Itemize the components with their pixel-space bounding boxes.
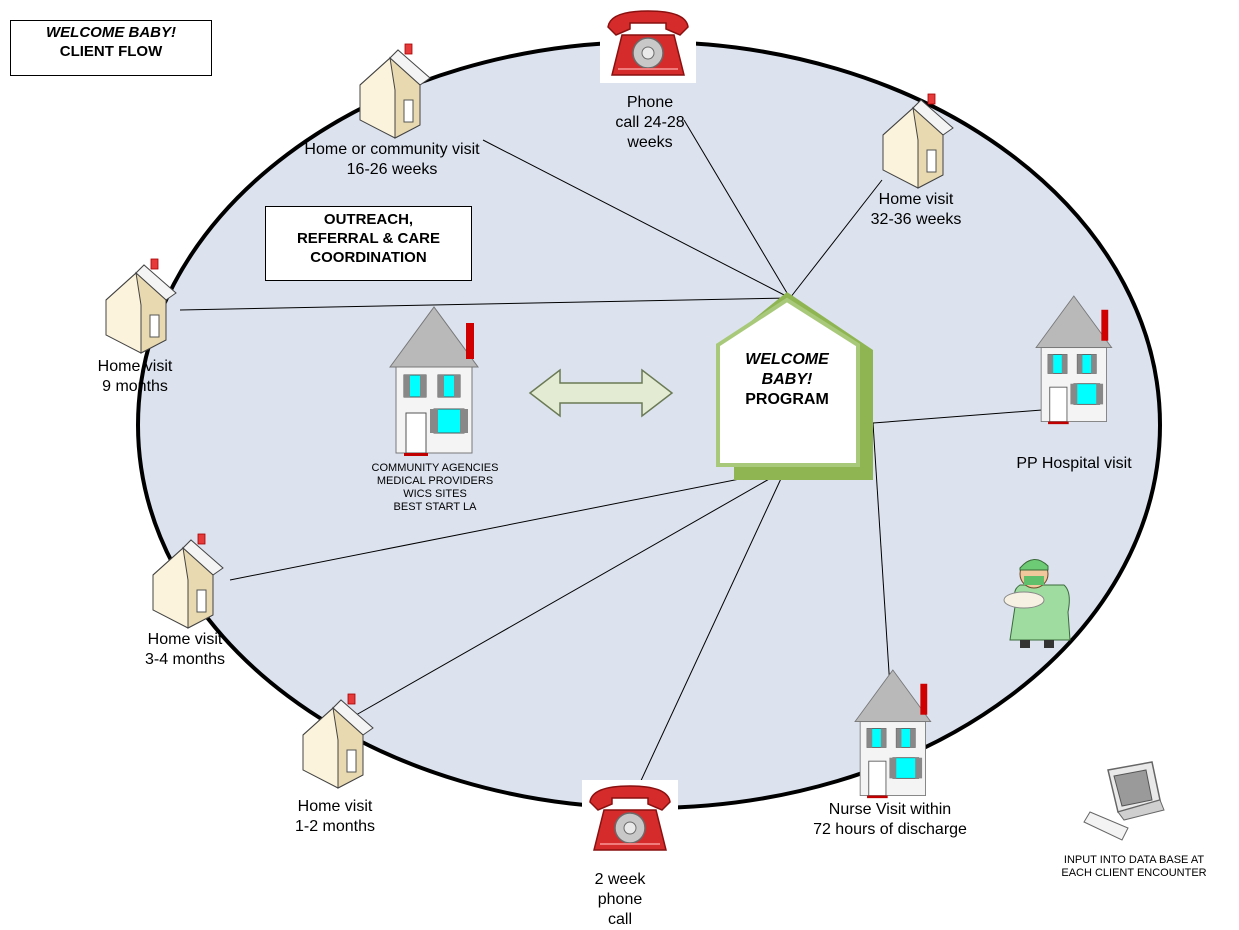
pp-hospital-line-1: PP Hospital visit xyxy=(1016,455,1132,472)
home-32-line-2: 32-36 weeks xyxy=(870,211,962,228)
diagram-title-box: WELCOME BABY! CLIENT FLOW xyxy=(10,20,212,76)
home-9-line-1: Home visit xyxy=(97,358,173,375)
nurse-with-baby-icon xyxy=(1003,559,1071,648)
double-arrow-icon xyxy=(528,368,674,418)
home-32-line-1: Home visit xyxy=(878,191,954,208)
home-visit-1-2-months-label: Home visit 1-2 months xyxy=(280,797,390,837)
title-line-2: CLIENT FLOW xyxy=(59,43,163,60)
outreach-line-2: REFERRAL & CARE xyxy=(296,230,441,247)
title-line-1: WELCOME BABY! xyxy=(46,24,176,41)
phone-call-24-28-label: Phone call 24-28 weeks xyxy=(600,93,700,153)
phone-top-line-1: Phone xyxy=(626,94,674,111)
home-visit-3-4-months-label: Home visit 3-4 months xyxy=(130,630,240,670)
home-3-4-line-2: 3-4 months xyxy=(144,651,226,668)
community-agencies-label: COMMUNITY AGENCIES MEDICAL PROVIDERS WIC… xyxy=(350,462,520,514)
home-visit-9-months-label: Home visit 9 months xyxy=(80,357,190,397)
connector-lines xyxy=(179,119,1043,801)
phone-bottom-line-3: call xyxy=(607,911,632,928)
database-line-1: INPUT INTO DATA BASE AT xyxy=(1063,854,1205,866)
phone-bottom-line-2: phone xyxy=(597,891,643,908)
community-line-3: WICS SITES xyxy=(403,488,467,500)
outreach-box: OUTREACH, REFERRAL & CARE COORDINATION xyxy=(265,206,472,281)
program-line-2: BABY! xyxy=(761,371,813,388)
community-line-2: MEDICAL PROVIDERS xyxy=(376,475,494,487)
program-line-3: PROGRAM xyxy=(745,391,829,408)
computer-icon xyxy=(1083,761,1165,841)
home-3-4-line-1: Home visit xyxy=(147,631,223,648)
home-visit-32-36-label: Home visit 32-36 weeks xyxy=(856,190,976,230)
home-1-2-line-1: Home visit xyxy=(297,798,373,815)
database-input-label: INPUT INTO DATA BASE AT EACH CLIENT ENCO… xyxy=(1034,854,1234,880)
telephone-bottom-icon xyxy=(581,779,679,859)
welcome-baby-program-label: WELCOME BABY! PROGRAM xyxy=(728,350,846,410)
welcome-baby-program-icon xyxy=(716,292,873,480)
home-visit-16-26-house-icon xyxy=(359,43,431,139)
community-line-4: BEST START LA xyxy=(393,501,477,513)
database-line-2: EACH CLIENT ENCOUNTER xyxy=(1061,867,1207,879)
two-week-phone-call-label: 2 week phone call xyxy=(580,870,660,930)
home-16-line-2: 16-26 weeks xyxy=(346,161,438,178)
outreach-line-1: OUTREACH, xyxy=(323,211,414,228)
home-16-line-1: Home or community visit xyxy=(304,141,480,158)
community-line-1: COMMUNITY AGENCIES xyxy=(371,462,499,474)
pp-hospital-visit-label: PP Hospital visit xyxy=(1004,454,1144,474)
home-visit-9-months-house-icon xyxy=(105,258,177,354)
phone-top-line-3: weeks xyxy=(627,134,673,151)
program-line-1: WELCOME xyxy=(745,351,829,368)
telephone-top-icon xyxy=(599,4,697,84)
nurse-visit-line-2: 72 hours of discharge xyxy=(813,821,967,838)
nurse-visit-label: Nurse Visit within 72 hours of discharge xyxy=(795,800,985,840)
home-9-line-2: 9 months xyxy=(102,378,168,395)
outreach-line-3: COORDINATION xyxy=(310,249,427,266)
home-1-2-line-2: 1-2 months xyxy=(294,818,376,835)
phone-top-line-2: call 24-28 xyxy=(615,114,685,131)
phone-bottom-line-1: 2 week xyxy=(594,871,646,888)
nurse-visit-line-1: Nurse Visit within xyxy=(828,801,952,818)
home-visit-16-26-label: Home or community visit 16-26 weeks xyxy=(282,140,502,180)
